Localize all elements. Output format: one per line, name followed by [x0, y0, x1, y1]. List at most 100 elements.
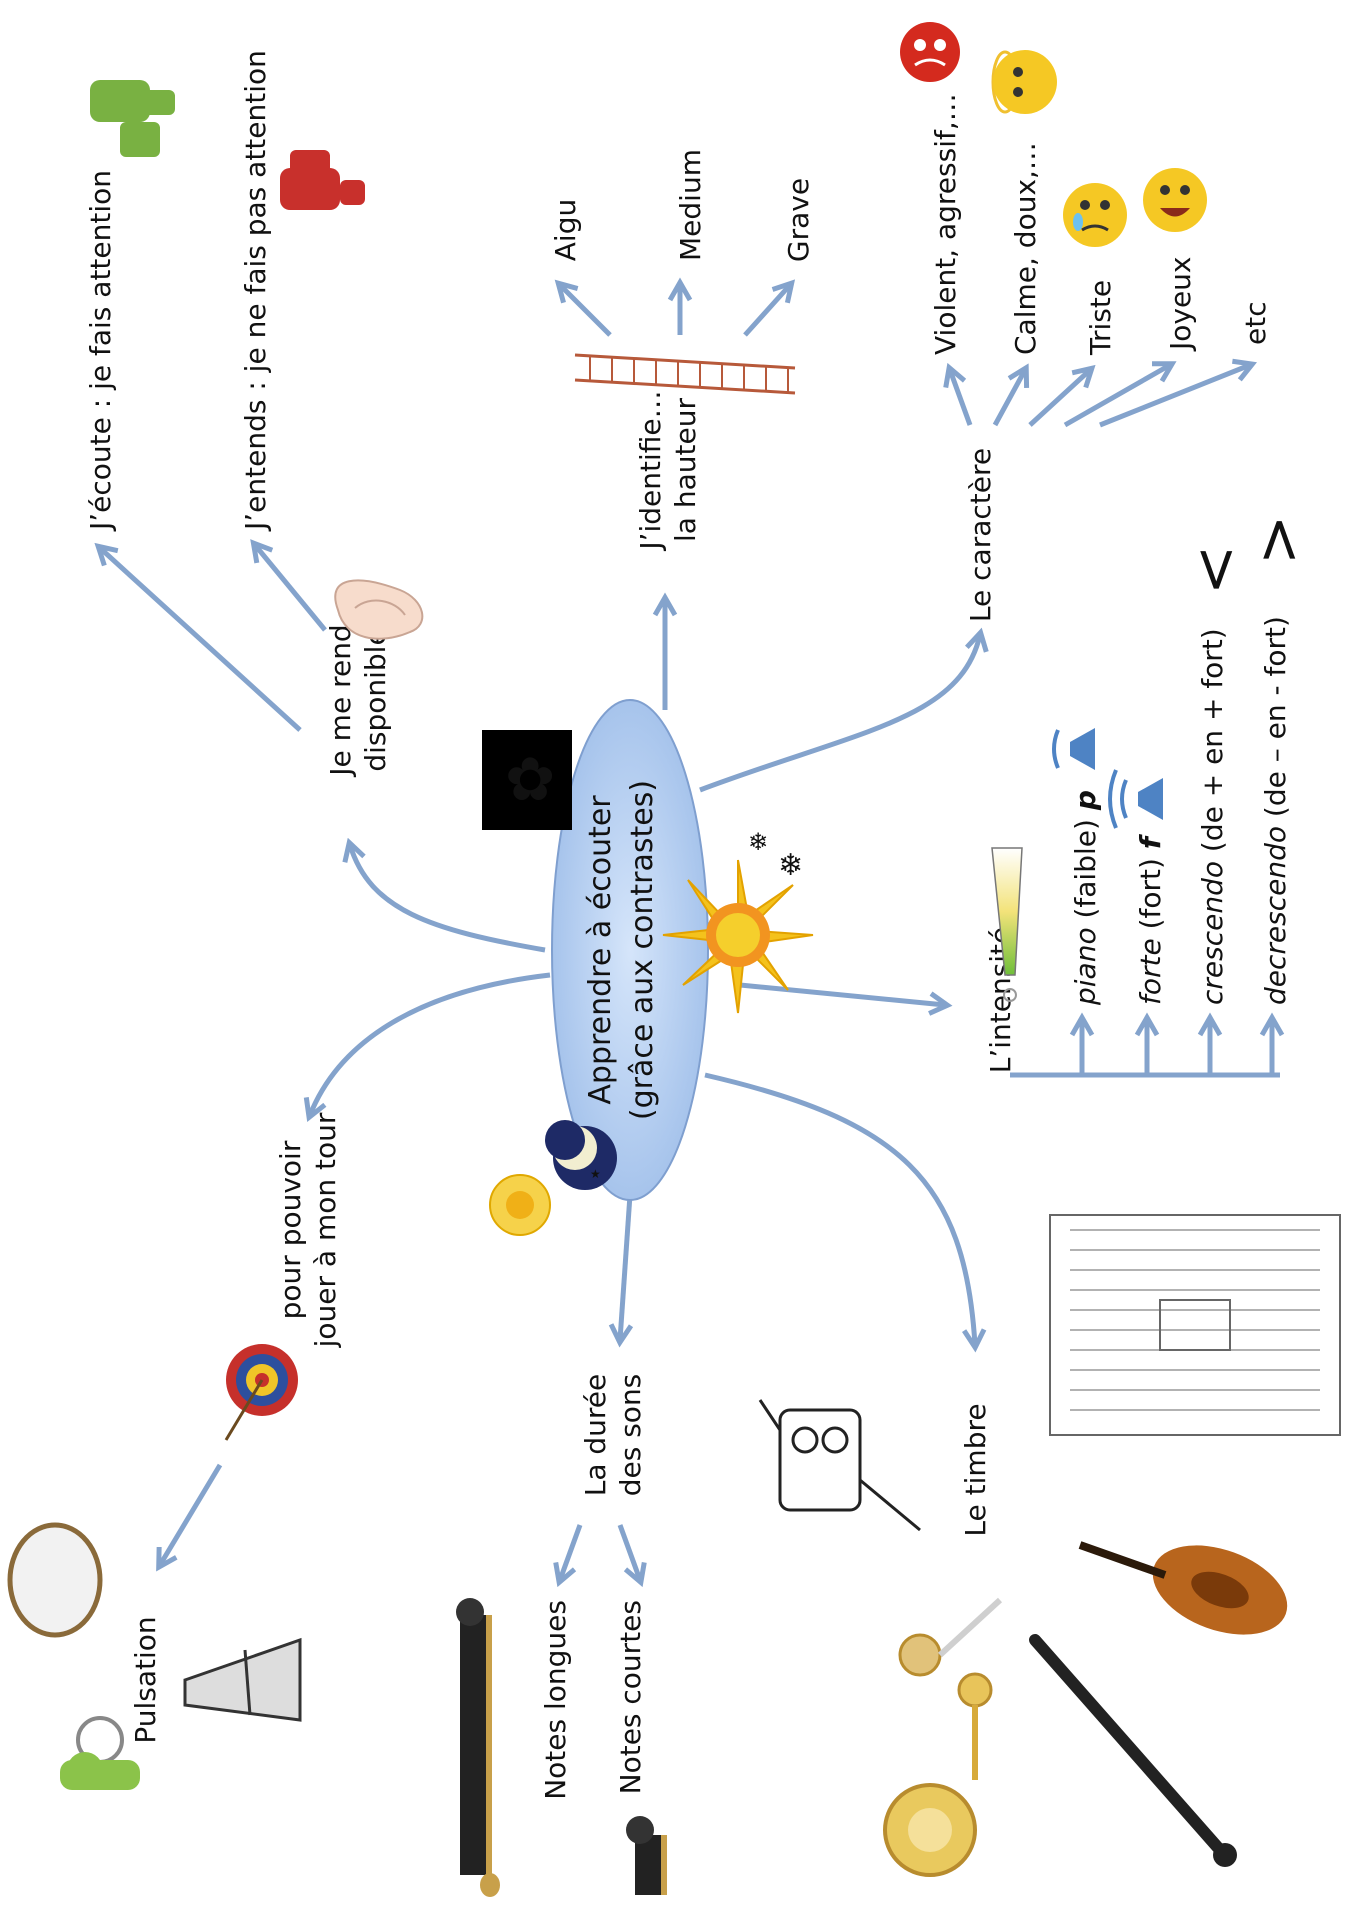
- piano-text: piano (faible) p: [1069, 790, 1102, 1006]
- crying-face-icon: [1063, 183, 1127, 247]
- target-icon: [224, 1344, 298, 1441]
- node-aigu: Aigu: [549, 199, 582, 261]
- short-note-figure-icon: [626, 1816, 667, 1895]
- node-entends: J’entends : je ne fais pas attention: [239, 50, 272, 532]
- arrow-to-tour: [303, 972, 551, 1122]
- node-disponible: Je me rend disponible: [324, 624, 392, 777]
- node-triste: Triste: [1084, 280, 1117, 356]
- connector-arrows: [94, 277, 1285, 1588]
- medium-label: Medium: [674, 149, 707, 261]
- speaker-quiet-icon: [1052, 728, 1095, 770]
- disponible-line1: Je me rend: [324, 624, 357, 777]
- volume-gauge-icon: [991, 847, 1023, 1002]
- green-figure-clock-icon: [60, 1716, 140, 1790]
- node-hauteur: J’identifie… la hauteur: [634, 390, 702, 551]
- piano-desc: (faible): [1069, 810, 1102, 927]
- duree-line1: La durée: [579, 1374, 612, 1497]
- pulsation-label: Pulsation: [129, 1616, 162, 1743]
- forte-term: forte: [1134, 938, 1167, 1005]
- center-title-line2: (grâce aux contrastes): [625, 780, 660, 1120]
- violent-label: Violent, agressif,…: [929, 93, 962, 355]
- node-etc: etc: [1239, 301, 1272, 345]
- arrow-to-pulsation: [156, 1463, 223, 1572]
- center-node: Apprendre à écouter (grâce aux contraste…: [551, 699, 709, 1201]
- arrow-to-notes-longues: [553, 1524, 583, 1588]
- hauteur-line1: J’identifie…: [634, 390, 667, 551]
- speaker-loud-icon: [1108, 769, 1163, 829]
- center-title-line1: Apprendre à écouter: [583, 795, 618, 1105]
- ladder-icon: [574, 353, 796, 395]
- cartoon-character-icon: [758, 1399, 921, 1532]
- crescendo-hairpin: <: [1180, 545, 1250, 595]
- day-night-icon: ★: [489, 1120, 617, 1236]
- node-caractere: Le caractère: [964, 448, 997, 622]
- tour-line1: pour pouvoir: [274, 1140, 307, 1319]
- node-tour: pour pouvoir jouer à mon tour: [274, 1112, 342, 1348]
- node-notes-longues: Notes longues: [539, 1600, 572, 1800]
- node-notes-courtes: Notes courtes: [614, 1600, 647, 1794]
- triste-label: Triste: [1084, 280, 1117, 356]
- thumb-up-icon: [90, 80, 175, 157]
- violin-icon: [1078, 1541, 1288, 1635]
- decrescendo-hairpin: >: [1243, 515, 1313, 565]
- aigu-label: Aigu: [549, 199, 582, 261]
- long-note-figure-icon: [456, 1598, 500, 1897]
- joyeux-label: Joyeux: [1164, 256, 1197, 352]
- svg-text:<: <: [1180, 545, 1250, 595]
- node-joyeux: Joyeux: [1164, 256, 1197, 352]
- svg-text:❄: ❄: [778, 848, 803, 883]
- brass-instruments-icon: [883, 1597, 1003, 1877]
- forte-text: forte (fort) f: [1134, 833, 1167, 1005]
- crescendo-term: crescendo: [1196, 861, 1229, 1005]
- node-ecoute: J’écoute : je fais attention: [84, 170, 117, 532]
- node-crescendo: crescendo (de + en + fort): [1196, 628, 1229, 1005]
- arrow-to-intensite: [739, 982, 953, 1016]
- tambourine-icon: [7, 1522, 103, 1638]
- node-piano: piano (faible) p: [1069, 790, 1102, 1006]
- arrow-to-triste: [1028, 364, 1096, 427]
- arrow-to-timbre: [704, 1072, 987, 1353]
- duree-line2: des sons: [614, 1374, 647, 1497]
- sun-snow-icon: ❄ ❄: [662, 828, 814, 1014]
- forte-desc: (fort): [1134, 849, 1167, 938]
- notes-courtes-label: Notes courtes: [614, 1600, 647, 1794]
- node-medium: Medium: [674, 149, 707, 261]
- arrow-to-grave: [743, 279, 796, 337]
- happy-face-icon: [1143, 168, 1207, 232]
- node-duree: La durée des sons: [579, 1374, 647, 1497]
- hauteur-line2: la hauteur: [669, 398, 702, 542]
- decrescendo-text: decrescendo (de – en - fort): [1259, 616, 1292, 1005]
- crescendo-text: crescendo (de + en + fort): [1196, 628, 1229, 1005]
- arrow-to-caractere: [699, 627, 989, 793]
- arrow-to-ecoute: [94, 542, 302, 732]
- calme-label: Calme, doux,…: [1009, 142, 1042, 355]
- node-timbre: Le timbre: [959, 1403, 992, 1536]
- clarinet-icon: [1029, 1634, 1237, 1867]
- etc-label: etc: [1239, 301, 1272, 345]
- arrow-to-joyeux: [1063, 361, 1177, 428]
- thumb-down-icon: [280, 150, 365, 210]
- arrow-to-notes-courtes: [617, 1524, 647, 1588]
- arrow-to-etc: [1099, 358, 1257, 428]
- organ-icon: [1049, 1214, 1341, 1436]
- arrow-to-disponible: [342, 837, 546, 953]
- entends-label: J’entends : je ne fais pas attention: [239, 50, 272, 532]
- arrow-to-violent: [943, 362, 973, 426]
- grave-label: Grave: [782, 178, 815, 262]
- svg-text:>: >: [1243, 515, 1313, 565]
- arrow-to-duree: [608, 1194, 634, 1348]
- arrow-to-aigu: [554, 279, 612, 337]
- node-calme: Calme, doux,…: [1009, 142, 1042, 355]
- timbre-label: Le timbre: [959, 1403, 992, 1536]
- caractere-label: Le caractère: [964, 448, 997, 622]
- svg-text:✿: ✿: [505, 745, 555, 815]
- node-pulsation: Pulsation: [129, 1616, 162, 1743]
- node-decrescendo: decrescendo (de – en - fort): [1259, 616, 1292, 1005]
- crescendo-desc: (de + en + fort): [1196, 628, 1229, 861]
- decrescendo-term: decrescendo: [1259, 826, 1292, 1005]
- ecoute-label: J’écoute : je fais attention: [84, 170, 117, 532]
- node-grave: Grave: [782, 178, 815, 262]
- node-violent: Violent, agressif,…: [929, 93, 962, 355]
- angry-face-icon: [900, 22, 960, 82]
- tour-line2: jouer à mon tour: [309, 1112, 342, 1348]
